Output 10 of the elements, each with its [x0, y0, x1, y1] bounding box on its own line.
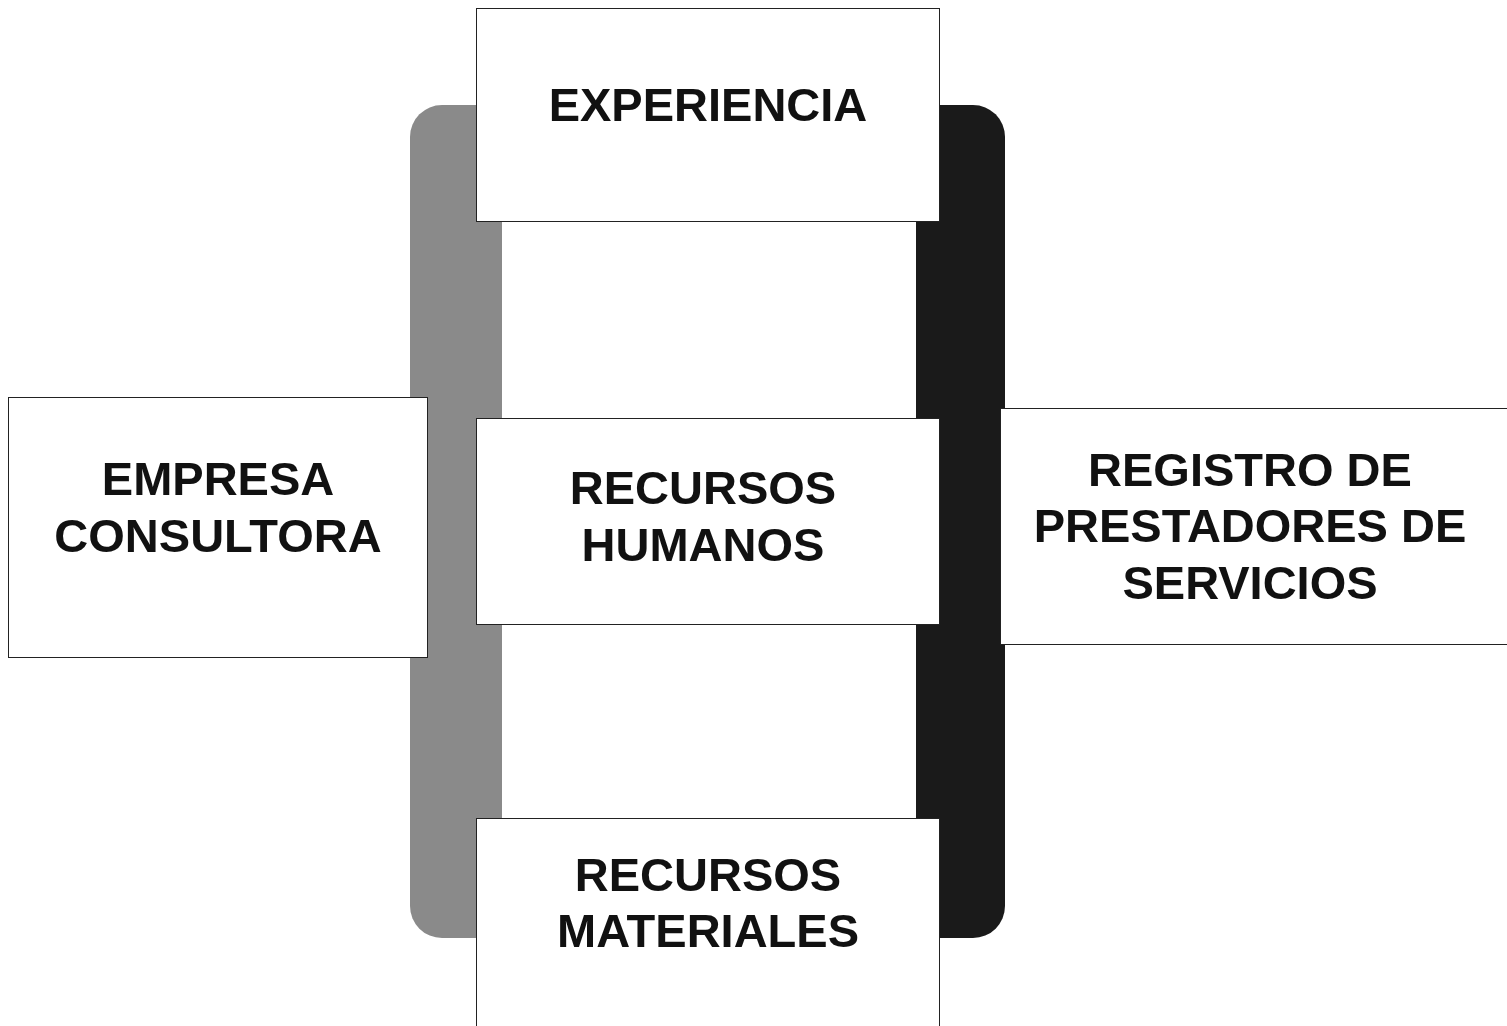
box-label: EMPRESA CONSULTORA — [53, 451, 383, 564]
text-box — [476, 418, 940, 625]
text-box — [476, 8, 940, 222]
text-box — [476, 818, 940, 1026]
text-box — [8, 397, 428, 658]
text-box — [1000, 408, 1507, 645]
box-label: RECURSOS HUMANOS — [568, 460, 838, 573]
box-label: RECURSOS MATERIALES — [556, 846, 860, 959]
box-label: REGISTRO DE PRESTADORES DE SERVICIOS — [1032, 441, 1468, 611]
box-label: EXPERIENCIA — [548, 76, 868, 133]
